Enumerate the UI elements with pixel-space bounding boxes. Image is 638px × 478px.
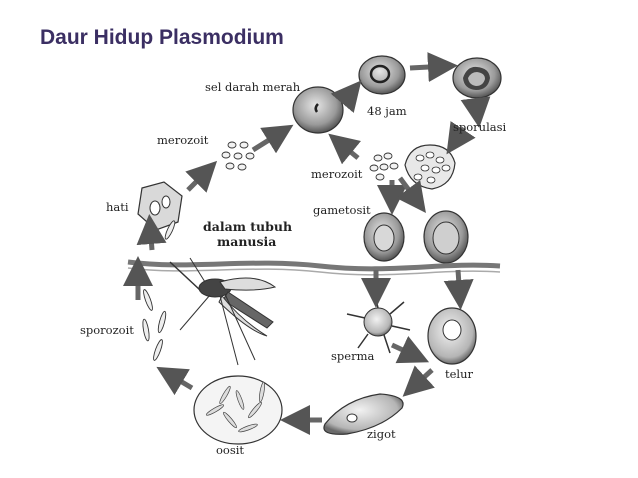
label-sperm: sperma [331,349,375,363]
skin-surface-line [127,259,501,272]
egg-macrogamete [427,307,477,365]
sporozoites [142,220,176,361]
label-zygote: zigot [367,427,396,441]
label-48-hours: 48 jam [367,104,407,118]
sporulation-cell [404,144,456,190]
sperm-microgamete [346,289,411,354]
label-merozoite-mid: merozoit [311,167,363,181]
schizont-cell [452,57,502,99]
cell-48-hours [358,55,406,95]
label-sporozoite: sporozoit [80,323,134,337]
gametocyte-left [363,212,405,262]
merozoites-cluster-mid [369,152,399,181]
merozoites-cluster-left [221,141,255,171]
label-oocyst: oosit [216,443,245,457]
label-in-human-body-line2: manusia [217,234,277,249]
label-in-human-body-line1: dalam tubuh [203,219,293,234]
oocyst [193,375,283,445]
label-merozoite-left: merozoit [157,133,209,147]
label-gametocyte: gametosit [313,203,371,217]
mosquito [169,257,277,366]
label-liver: hati [106,200,129,214]
cycle-arrows [123,52,491,435]
slide-title: Daur Hidup Plasmodium [40,26,284,49]
label-sporulation: sporulasi [453,120,507,134]
label-red-blood-cell: sel darah merah [205,80,301,94]
red-blood-cell [292,86,344,134]
gametocyte-right [423,210,469,264]
label-egg: telur [445,367,474,381]
zygote [323,393,404,435]
